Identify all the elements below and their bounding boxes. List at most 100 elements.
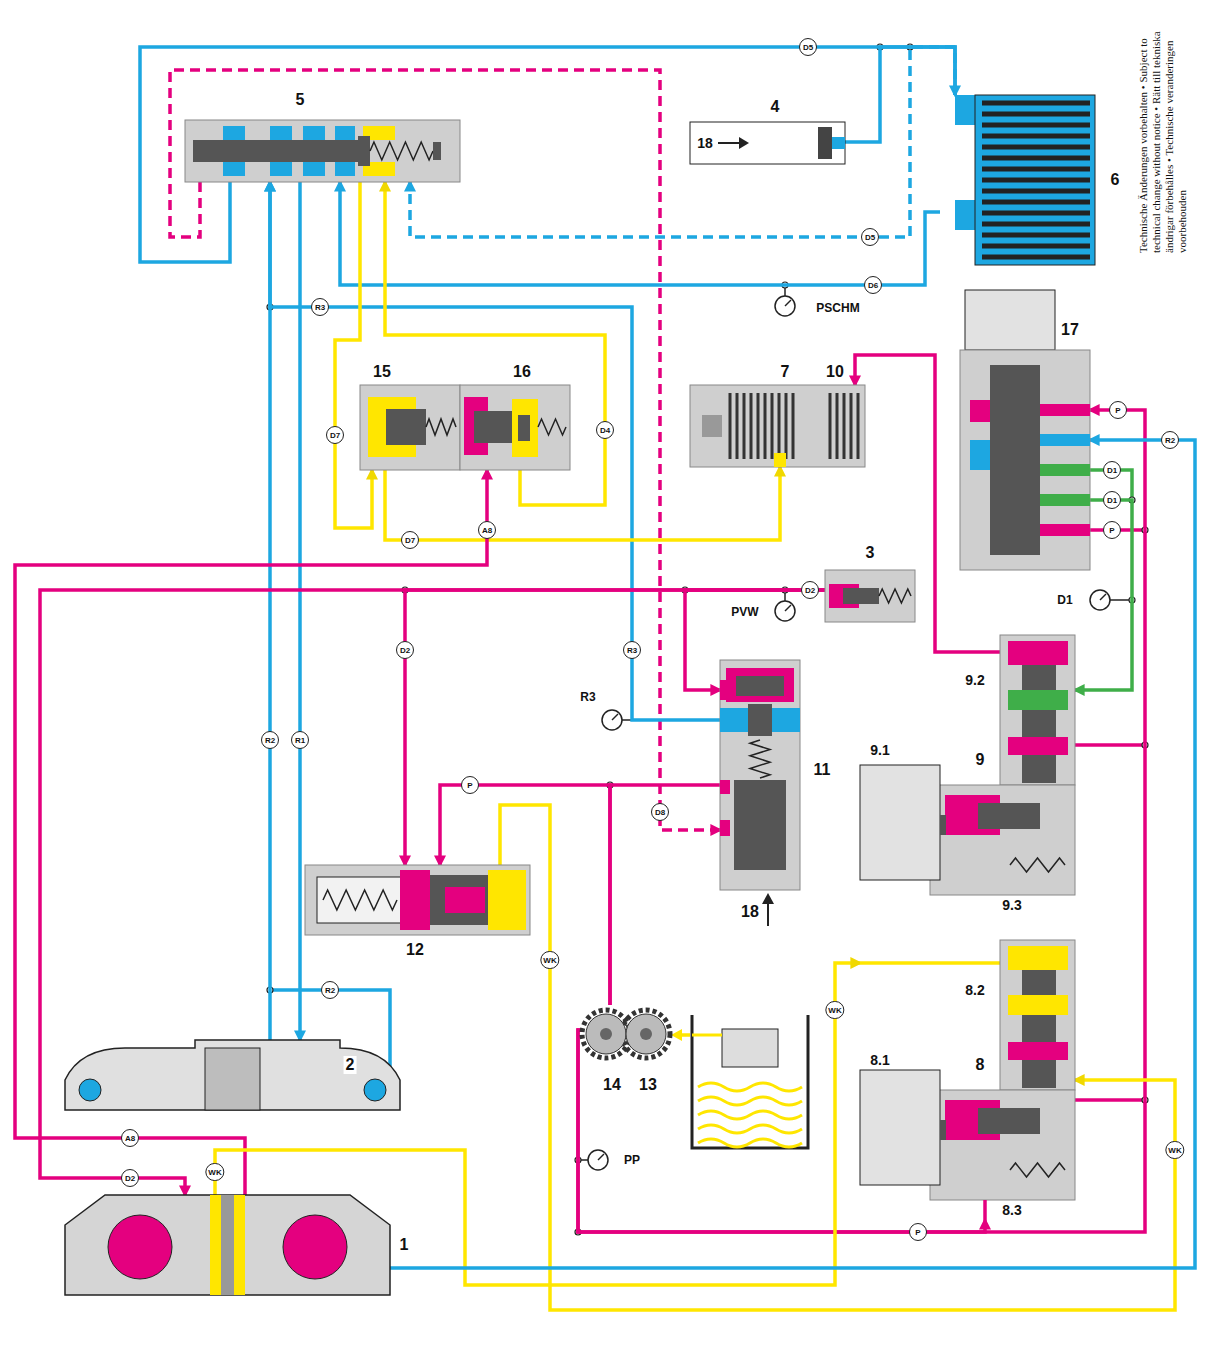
component-part	[730, 393, 858, 459]
component-part	[305, 865, 530, 935]
component-part	[750, 740, 770, 778]
line-tag: D4	[596, 421, 614, 439]
component-part	[720, 780, 730, 794]
component-part	[818, 127, 832, 159]
callout-number: 11	[812, 761, 833, 779]
component-part	[303, 162, 325, 176]
component-part	[640, 1028, 652, 1040]
hydraulic-component: 14	[582, 1005, 670, 1063]
component-part	[970, 400, 990, 422]
component-part	[860, 765, 940, 880]
component-part	[734, 780, 786, 870]
component-part	[303, 126, 325, 140]
line-tag: D7	[401, 531, 419, 549]
component-part	[283, 1215, 347, 1279]
component-drawing	[940, 95, 1095, 265]
callout-number: 10	[824, 363, 846, 381]
oil-line	[440, 785, 610, 1005]
oil-line	[335, 182, 372, 528]
component-drawing	[825, 570, 915, 622]
gauge-symbol	[1090, 590, 1110, 610]
component-part	[1022, 970, 1056, 1088]
hydraulic-component: 12	[305, 865, 530, 935]
component-part	[1010, 858, 1065, 872]
component-part	[978, 1108, 1040, 1134]
component-part	[1008, 641, 1068, 665]
oil-line	[385, 467, 780, 540]
component-part	[975, 95, 1095, 265]
gauge-label: PVW	[729, 605, 760, 619]
component-part	[739, 137, 749, 149]
callout-number: 14	[601, 1076, 623, 1094]
callout-number: 3	[864, 544, 877, 562]
component-drawing	[305, 865, 530, 935]
oil-line	[140, 47, 955, 262]
line-tag: A8	[478, 521, 496, 539]
component-part	[960, 350, 1090, 570]
component-part	[538, 419, 566, 435]
callout-number: 5	[294, 91, 307, 109]
callout-number: 9.1	[868, 742, 891, 758]
line-tag: R2	[261, 731, 279, 749]
line-tag: D8	[651, 803, 669, 821]
callout-number: 9.2	[963, 672, 986, 688]
component-part	[223, 162, 245, 176]
component-part	[720, 660, 800, 890]
line-tag: WK	[205, 1163, 224, 1181]
line-tag: R3	[623, 641, 641, 659]
component-part	[1040, 464, 1090, 476]
component-part	[1022, 665, 1056, 783]
oil-line	[845, 47, 955, 142]
component-part	[1040, 404, 1090, 416]
line-tag: WK	[1165, 1141, 1184, 1159]
callout-number: 18	[739, 903, 761, 921]
callout-number: 9	[974, 751, 987, 769]
gauge-label: D1	[1055, 593, 1074, 607]
component-part	[955, 95, 975, 125]
component-part	[935, 635, 1008, 652]
component-part	[586, 1014, 626, 1054]
oil-line	[410, 47, 955, 237]
component-part	[518, 415, 530, 441]
oil-line	[1075, 743, 1145, 747]
component-part	[692, 1034, 722, 1037]
component-part	[1000, 635, 1075, 785]
gauge-symbol	[775, 296, 795, 316]
component-part	[223, 126, 245, 140]
component-part	[843, 588, 879, 604]
line-tag: R2	[1161, 431, 1179, 449]
hydraulic-component: 3	[825, 570, 915, 622]
component-part	[955, 200, 975, 230]
component-part	[970, 440, 990, 470]
hydraulic-component: 11	[720, 660, 800, 890]
callout-number: 15	[371, 363, 393, 381]
gauge-needle	[785, 300, 791, 306]
component-part	[1040, 494, 1090, 506]
callout-number: 8	[974, 1056, 987, 1074]
line-tag: D2	[121, 1169, 139, 1187]
component-part	[774, 453, 786, 467]
component-part	[1000, 940, 1075, 1090]
hydraulic-component: 15	[360, 385, 460, 470]
component-part	[360, 385, 460, 470]
component-part	[193, 140, 358, 162]
component-drawing	[65, 1040, 400, 1110]
component-part	[270, 126, 292, 140]
component-part	[990, 365, 1040, 555]
line-tag: P	[1103, 521, 1121, 539]
line-tag: R3	[311, 298, 329, 316]
oil-line	[40, 590, 825, 1195]
component-part	[600, 1028, 612, 1040]
component-part	[317, 877, 402, 923]
component-part	[879, 589, 911, 603]
component-part	[370, 142, 433, 160]
line-tag: R1	[291, 731, 309, 749]
component-part	[358, 136, 370, 166]
component-part	[433, 142, 441, 160]
component-part	[720, 820, 730, 836]
component-part	[445, 887, 485, 913]
component-drawing	[360, 385, 460, 470]
component-part	[185, 120, 460, 182]
component-part	[736, 676, 784, 696]
